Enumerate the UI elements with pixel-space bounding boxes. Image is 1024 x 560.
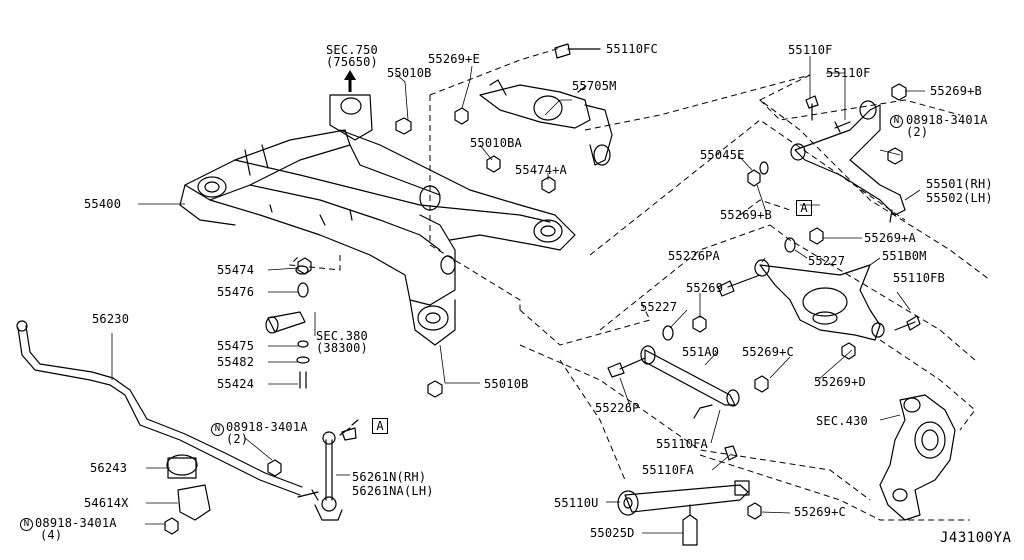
part-08918-right-qty: (2) [906, 125, 929, 139]
part-55269C-bottom-label: 55269+C [794, 505, 846, 519]
toe-link-part [640, 345, 740, 407]
sec750-sub-label: (75650) [326, 55, 378, 69]
part-55110F-2-label: 55110F [826, 66, 871, 80]
part-55269C-mid-label: 55269+C [742, 345, 794, 359]
part-55269B-top-label: 55269+B [930, 84, 982, 98]
arrow-up-icon [344, 70, 356, 92]
part-56261NA-label: 56261NA(LH) [352, 484, 434, 498]
part-55474A-label: 55474+A [515, 163, 567, 177]
stabilizer-connecting-rod-part [314, 419, 359, 521]
part-55110U-label: 55110U [554, 496, 599, 510]
actuator-motor-part [479, 79, 613, 166]
part-55269D-label: 55269+D [814, 375, 866, 389]
part-551A0-label: 551A0 [682, 345, 720, 359]
part-55474-label: 55474 [217, 263, 255, 277]
stabilizer-bar-part [16, 320, 303, 521]
lower-link-part [754, 259, 885, 341]
part-55110FA-1-label: 55110FA [656, 437, 708, 451]
part-55269-mid-label: 55269 [686, 281, 724, 295]
sec750-label: SEC.750 [326, 43, 378, 57]
part-55010B-bottom-label: 55010B [484, 377, 529, 391]
suspension-member-part [179, 94, 576, 346]
part-08918-right-label: 08918-3401A [906, 113, 988, 127]
part-55226P-label: 55226P [595, 401, 640, 415]
part-551B0M-label: 551B0M [882, 249, 927, 263]
part-55269B-mid-label: 55269+B [720, 208, 772, 222]
part-56230-label: 56230 [92, 312, 130, 326]
part-55424-label: 55424 [217, 377, 255, 391]
part-55045E-label: 55045E [700, 148, 745, 162]
diagram-code: J43100YA [940, 530, 1012, 546]
sec430-label: SEC.430 [816, 414, 868, 428]
part-55476-label: 55476 [217, 285, 255, 299]
part-55110FA-2-label: 55110FA [642, 463, 694, 477]
part-55501-label: 55501(RH) [926, 177, 993, 191]
part-55482-label: 55482 [217, 355, 255, 369]
part-54614X-label: 54614X [84, 496, 129, 510]
part-55110F-1-label: 55110F [788, 43, 833, 57]
part-08918-bottom-label: 08918-3401A [35, 516, 117, 530]
part-55227-left-label: 55227 [640, 300, 678, 314]
part-08918-mid-label: 08918-3401A [226, 420, 308, 434]
ref-box-a-left: A [372, 418, 388, 434]
part-55227-right-label: 55227 [808, 254, 846, 268]
sec380-sub-label: (38300) [316, 341, 368, 355]
ref-box-a-right: A [796, 200, 812, 216]
part-55025D-label: 55025D [590, 526, 635, 540]
part-55110FC-label: 55110FC [606, 42, 658, 56]
n-symbol-bottom: N [20, 518, 33, 531]
sec380-label: SEC.380 [316, 329, 368, 343]
part-55502-label: 55502(LH) [926, 191, 993, 205]
part-08918-mid-qty: (2) [226, 432, 249, 446]
part-08918-bottom-qty: (4) [40, 528, 63, 542]
part-56243-label: 56243 [90, 461, 128, 475]
fastener-glyphs [164, 43, 921, 546]
part-55110FB-label: 55110FB [893, 271, 945, 285]
lateral-link-part [617, 480, 750, 516]
part-55705M-label: 55705M [572, 79, 617, 93]
part-55269A-label: 55269+A [864, 231, 916, 245]
n-symbol-mid: N [211, 423, 224, 436]
part-55269E-label: 55269+E [428, 52, 480, 66]
part-55226PA-label: 55226PA [668, 249, 720, 263]
bushing-bolt-stack-part [265, 265, 310, 389]
part-55010BA-label: 55010BA [470, 136, 522, 150]
part-55010B-top-label: 55010B [387, 66, 432, 80]
part-55400-label: 55400 [84, 197, 122, 211]
knuckle-part [879, 394, 956, 521]
part-55475-label: 55475 [217, 339, 255, 353]
n-symbol-right: N [890, 115, 903, 128]
part-56261N-label: 56261N(RH) [352, 470, 427, 484]
